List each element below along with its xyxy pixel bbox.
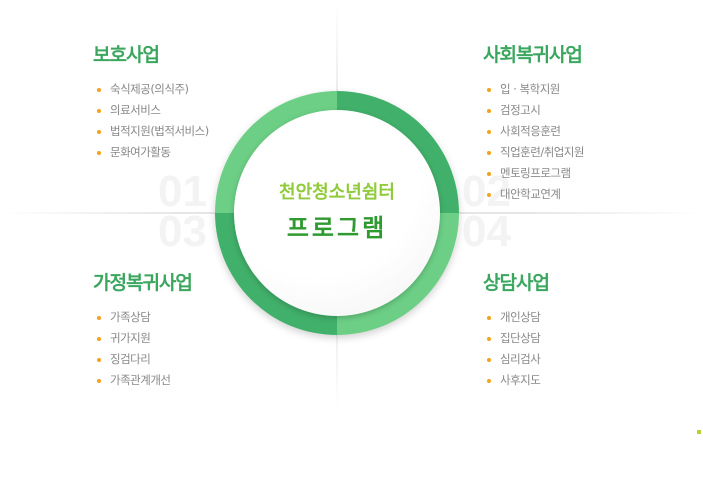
list-item: 대안학교연계 [487, 184, 584, 205]
bullet-icon [97, 130, 101, 134]
program-ring: 천안청소년쉼터 프로그램 [215, 91, 459, 335]
list-item: 개인상담 [487, 307, 549, 328]
list-item: 집단상담 [487, 328, 549, 349]
center-circle: 천안청소년쉼터 프로그램 [234, 110, 440, 316]
section-counseling: 상담사업 개인상담 집단상담 심리검사 사후지도 [483, 268, 550, 391]
list-item: 검정고시 [487, 100, 584, 121]
bullet-icon [487, 316, 491, 320]
bullet-icon [487, 358, 491, 362]
list-item: 법적지원(법적서비스) [97, 121, 209, 142]
center-title-line2: 프로그램 [286, 213, 388, 242]
list-item: 의료서비스 [97, 100, 209, 121]
bullet-icon [487, 172, 491, 176]
list-item: 귀가지원 [97, 328, 192, 349]
bullet-icon [487, 130, 491, 134]
list-item: 멘토링프로그램 [487, 163, 584, 184]
bullet-icon [487, 88, 491, 92]
section-protection: 보호사업 숙식제공(의식주) 의료서비스 법적지원(법적서비스) 문화여가활동 [93, 40, 209, 163]
watermark-number: 01 [158, 167, 207, 216]
list-item: 사후지도 [487, 370, 549, 391]
bullet-icon [97, 88, 101, 92]
bullet-icon [97, 316, 101, 320]
section-social-return: 사회복귀사업 입 · 복학지원 검정고시 사회적응훈련 직업훈련/취업지원 멘토… [483, 40, 585, 205]
list-item: 가족상담 [97, 307, 192, 328]
list-item: 문화여가활동 [97, 142, 209, 163]
bullet-icon [97, 109, 101, 113]
bullet-icon [487, 193, 491, 197]
bullet-icon [487, 109, 491, 113]
bullet-icon [97, 358, 101, 362]
list-item: 징검다리 [97, 349, 192, 370]
bullet-icon [487, 151, 491, 155]
decorative-mark [697, 430, 701, 434]
list-item: 심리검사 [487, 349, 549, 370]
section-title: 보호사업 [93, 44, 160, 66]
list-item: 직업훈련/취업지원 [487, 142, 585, 163]
section-title: 가정복귀사업 [93, 272, 193, 294]
bullet-icon [97, 151, 101, 155]
bullet-icon [487, 337, 491, 341]
bullet-icon [97, 379, 101, 383]
bullet-icon [97, 337, 101, 341]
list-item: 가족관계개선 [97, 370, 192, 391]
center-title-line1: 천안청소년쉼터 [279, 181, 395, 203]
section-title: 상담사업 [483, 272, 550, 294]
bullet-icon [487, 379, 491, 383]
section-title: 사회복귀사업 [483, 44, 583, 66]
list-item: 숙식제공(의식주) [97, 79, 209, 100]
watermark-number: 04 [462, 207, 511, 256]
list-item: 입 · 복학지원 [487, 79, 584, 100]
section-family-return: 가정복귀사업 가족상담 귀가지원 징검다리 가족관계개선 [93, 268, 193, 391]
watermark-number: 02 [462, 167, 511, 216]
list-item: 사회적응훈련 [487, 121, 584, 142]
watermark-number: 03 [158, 207, 207, 256]
